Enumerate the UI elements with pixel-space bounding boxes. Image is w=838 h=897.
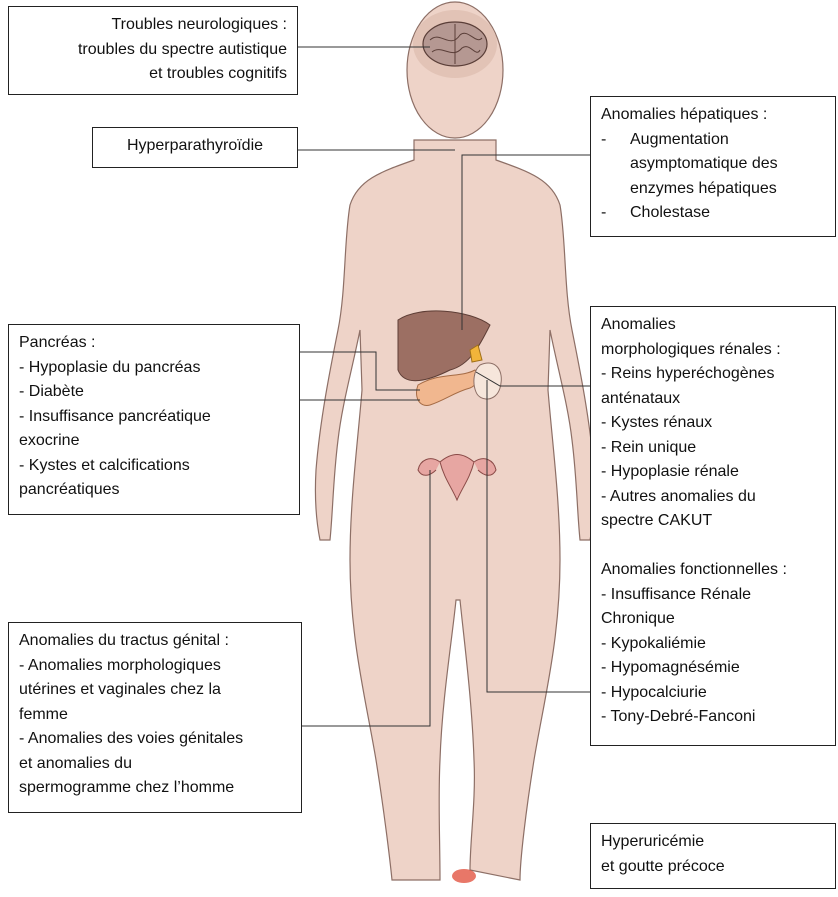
hepatic-title: Anomalies hépatiques : [601, 103, 825, 128]
hepatic-item: - Cholestase [601, 201, 825, 226]
brain [423, 22, 487, 66]
renal-line: - Reins hyperéchogènes [601, 362, 825, 387]
body-silhouette [315, 2, 594, 880]
neuro-line: et troubles cognitifs [19, 62, 287, 87]
renal-line: Chronique [601, 607, 825, 632]
pancreas-line: - Kystes et calcifications [19, 454, 289, 479]
renal-line: spectre CAKUT [601, 509, 825, 534]
renal-line: - Tony-Debré-Fanconi [601, 705, 825, 730]
hepatic-box: Anomalies hépatiques : - Augmentation asy… [590, 96, 836, 237]
renal-line: - Hypoplasie rénale [601, 460, 825, 485]
dash: - [601, 201, 606, 226]
gout-spot [452, 869, 476, 883]
genital-box: Anomalies du tractus génital : - Anomali… [8, 622, 302, 813]
genital-line: Anomalies du tractus génital : [19, 629, 291, 654]
genital-line: et anomalies du [19, 752, 291, 777]
neuro-box: Troubles neurologiques : troubles du spe… [8, 6, 298, 95]
renal-line: anténataux [601, 387, 825, 412]
dash: - [601, 128, 606, 153]
renal-box: Anomalies morphologiques rénales : - Rei… [590, 306, 836, 746]
hepatic-item: - Augmentation [601, 128, 825, 153]
pancreas-line: - Insuffisance pancréatique [19, 405, 289, 430]
renal-line: - Kypokaliémie [601, 632, 825, 657]
renal-line: Anomalies fonctionnelles : [601, 558, 825, 583]
hepatic-item-line: enzymes hépatiques [630, 180, 777, 197]
hepatic-item-line: Augmentation [630, 131, 729, 148]
renal-line: - Rein unique [601, 436, 825, 461]
genital-line: - Anomalies morphologiques [19, 654, 291, 679]
pancreas-line: - Diabète [19, 380, 289, 405]
hepatic-item-line: asymptomatique des [630, 155, 778, 172]
parathyroid-label: Hyperparathyroïdie [103, 134, 287, 159]
hepatic-item-cont: enzymes hépatiques [601, 177, 825, 202]
neuro-line: troubles du spectre autistique [19, 38, 287, 63]
renal-line: Anomalies [601, 313, 825, 338]
kidney [474, 363, 501, 399]
renal-spacer [601, 534, 825, 559]
pancreas-line: - Hypoplasie du pancréas [19, 356, 289, 381]
renal-line: - Insuffisance Rénale [601, 583, 825, 608]
uric-box: Hyperuricémie et goutte précoce [590, 823, 836, 889]
genital-line: utérines et vaginales chez la [19, 678, 291, 703]
renal-line: - Hypomagnésémie [601, 656, 825, 681]
neuro-line: Troubles neurologiques : [19, 13, 287, 38]
pancreas-line: pancréatiques [19, 478, 289, 503]
renal-line: - Kystes rénaux [601, 411, 825, 436]
hepatic-item-line: Cholestase [630, 204, 710, 221]
uric-line: Hyperuricémie [601, 830, 825, 855]
pancreas-line: Pancréas : [19, 331, 289, 356]
renal-line: - Hypocalciurie [601, 681, 825, 706]
pancreas-line: exocrine [19, 429, 289, 454]
parathyroid-box: Hyperparathyroïdie [92, 127, 298, 168]
genital-line: - Anomalies des voies génitales [19, 727, 291, 752]
renal-line: - Autres anomalies du [601, 485, 825, 510]
genital-line: spermogramme chez l’homme [19, 776, 291, 801]
uric-line: et goutte précoce [601, 855, 825, 880]
pancreas-box: Pancréas : - Hypoplasie du pancréas - Di… [8, 324, 300, 515]
renal-line: morphologiques rénales : [601, 338, 825, 363]
hepatic-item-cont: asymptomatique des [601, 152, 825, 177]
genital-line: femme [19, 703, 291, 728]
